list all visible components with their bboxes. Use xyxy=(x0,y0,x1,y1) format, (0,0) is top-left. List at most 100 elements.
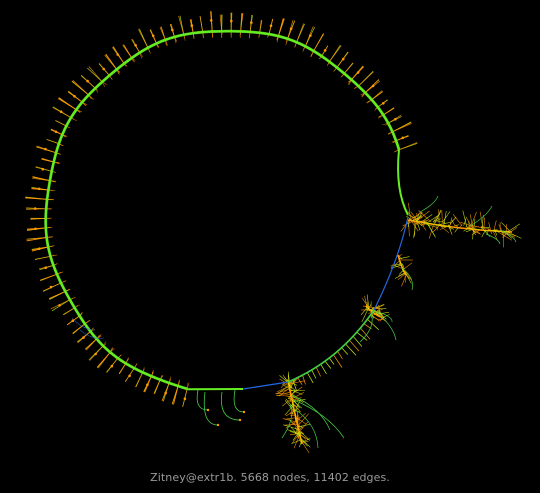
tendril-edge xyxy=(469,205,493,227)
branch-edge xyxy=(290,407,295,415)
branch-edge xyxy=(438,209,440,225)
branch-edge xyxy=(466,218,473,229)
spoke-edge xyxy=(240,13,244,32)
branch-edge xyxy=(288,418,300,430)
spoke-edge xyxy=(87,67,103,83)
node-cluster xyxy=(164,391,167,395)
spoke-edge xyxy=(153,379,161,394)
spoke-edge xyxy=(25,197,48,200)
spoke-edge xyxy=(278,18,285,37)
branch-edge xyxy=(420,221,427,231)
branch-edge xyxy=(416,220,421,231)
branch-edge xyxy=(448,225,452,231)
branch-edge xyxy=(301,441,309,443)
branch-edge xyxy=(294,398,302,411)
spoke-edge xyxy=(40,273,58,281)
branch-edge xyxy=(411,216,422,222)
branch-edge xyxy=(293,433,301,449)
branch-edge xyxy=(292,403,302,413)
branch-edge xyxy=(289,397,293,402)
branch-edge xyxy=(406,215,413,221)
node-cluster xyxy=(102,67,105,71)
branch-edge xyxy=(285,420,297,429)
figure-caption: Zitney@extr1b. 5668 nodes, 11402 edges. xyxy=(150,471,390,484)
branch-edge xyxy=(299,440,302,448)
branch-edge xyxy=(370,304,385,310)
branch-edge xyxy=(394,273,405,279)
node-cluster xyxy=(44,266,47,270)
branch-edge xyxy=(398,261,402,266)
branch-edge xyxy=(361,297,370,310)
node-cluster xyxy=(33,207,37,210)
branch-edge xyxy=(300,437,311,448)
branch-edge xyxy=(416,217,423,220)
branch-edge xyxy=(493,230,510,232)
spoke-edge xyxy=(58,97,77,110)
branch-edge xyxy=(407,211,416,222)
branch-edge xyxy=(284,400,296,413)
tendril-edge xyxy=(291,394,331,431)
branch-edge xyxy=(289,380,305,385)
branch-edge xyxy=(291,439,302,444)
branch-edge xyxy=(462,210,468,228)
spoke-edge xyxy=(358,71,374,87)
branch-edge xyxy=(449,216,457,225)
spoke-edge xyxy=(48,291,66,300)
spoke-edge xyxy=(296,23,304,43)
node-cluster xyxy=(356,71,360,74)
branch-edge xyxy=(398,269,405,275)
node-cluster xyxy=(250,21,253,24)
branch-edge xyxy=(284,377,290,385)
spoke-edge xyxy=(171,385,179,405)
tendril-edge xyxy=(293,399,345,439)
branch-edge xyxy=(427,214,441,223)
branch-edge xyxy=(441,209,443,223)
branch-edge xyxy=(469,224,486,229)
spoke-edge xyxy=(360,327,371,340)
node-cluster xyxy=(171,28,174,32)
bridge-edges xyxy=(187,216,409,391)
spoke-edge xyxy=(392,122,412,133)
branch-edge xyxy=(279,378,289,385)
branch-edge xyxy=(433,217,439,223)
branch-edge xyxy=(507,223,520,233)
branch-edge xyxy=(398,256,410,260)
node-cluster xyxy=(289,27,293,31)
spoke-edge xyxy=(178,15,185,35)
branch-edge xyxy=(295,427,301,438)
spoke-edge xyxy=(105,53,117,70)
branch-edge xyxy=(493,220,497,231)
spoke-edge xyxy=(46,139,60,145)
tendril-edge xyxy=(485,233,501,245)
spoke-edge xyxy=(352,336,363,347)
branch-edge xyxy=(408,202,411,219)
spoke-edge xyxy=(138,29,149,48)
spoke-edge xyxy=(349,339,360,352)
spoke-edge xyxy=(119,363,127,374)
spoke-edge xyxy=(370,314,380,321)
ring-edge xyxy=(397,149,409,216)
spoke-edge xyxy=(306,372,314,384)
spoke-edge xyxy=(259,20,262,33)
branch-edge xyxy=(284,405,294,416)
spoke-edge xyxy=(32,176,50,181)
branch-edge xyxy=(463,216,467,226)
branch-edge xyxy=(301,438,311,443)
branch-edge xyxy=(364,295,367,307)
ring-edges xyxy=(44,29,409,391)
branch-edge xyxy=(488,222,491,231)
spoke-edge xyxy=(329,44,341,62)
branch-edge xyxy=(437,221,446,223)
node-cluster xyxy=(110,364,114,368)
tendril-edge xyxy=(71,317,96,331)
branch-edge xyxy=(294,428,299,435)
tendril-edge xyxy=(295,409,319,449)
node-cluster xyxy=(190,24,194,27)
branch-edge xyxy=(290,389,303,395)
spoke-edge xyxy=(63,307,75,316)
ring-edge xyxy=(44,30,401,390)
node-cluster xyxy=(309,34,312,37)
spoke-edge xyxy=(135,372,144,388)
tendril-edge xyxy=(281,404,293,439)
branch-edge xyxy=(442,211,451,223)
